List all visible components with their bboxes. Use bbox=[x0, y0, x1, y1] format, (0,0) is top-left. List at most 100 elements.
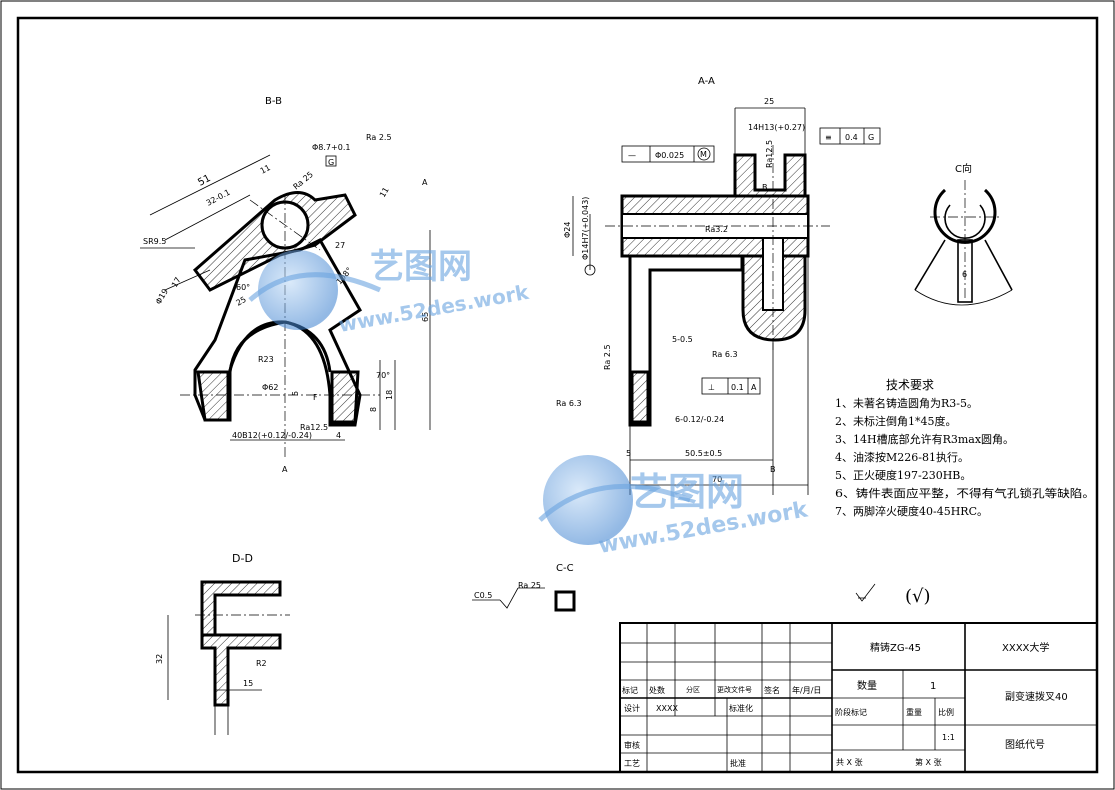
tb-school: XXXX大学 bbox=[1002, 641, 1049, 654]
dim-dd-r2: R2 bbox=[256, 659, 267, 668]
dim-70deg: 70° bbox=[376, 371, 390, 380]
tech-req-item: 2、未标注倒角1*45度。 bbox=[835, 414, 957, 428]
cc-square-section bbox=[554, 590, 576, 612]
tech-req-item: 4、油漆按M226-81执行。 bbox=[835, 450, 969, 464]
tol-aa-datum-a: A bbox=[751, 383, 757, 392]
aa-leg-section bbox=[630, 370, 650, 424]
view-c: C向 6 bbox=[914, 162, 1013, 306]
dim-11-right: 11 bbox=[378, 186, 391, 199]
dim-c-6: 6 bbox=[962, 270, 967, 279]
tb-part-name: 副变速拨叉40 bbox=[1005, 690, 1068, 703]
tb-header-zone: 分区 bbox=[686, 685, 700, 694]
dim-11: 11 bbox=[259, 163, 272, 176]
view-cc-label: C-C bbox=[556, 563, 574, 574]
dim-60deg: 60° bbox=[236, 283, 250, 292]
dim-aa-50-5: 50.5±0.5 bbox=[685, 449, 722, 458]
dim-65: 65 bbox=[421, 312, 430, 322]
svg-text:⊥: ⊥ bbox=[708, 383, 715, 392]
dim-5: 5 bbox=[291, 391, 300, 396]
tb-header-change-doc: 更改文件号 bbox=[717, 685, 752, 694]
dim-ra12-5: Ra12.5 bbox=[300, 423, 328, 432]
dim-18: 18 bbox=[385, 390, 394, 400]
dim-ra2-5-top: Ra 2.5 bbox=[366, 133, 392, 142]
dim-aa-ra6-3-right: Ra 6.3 bbox=[712, 350, 738, 359]
dim-aa-5-0-5: 5-0.5 bbox=[672, 335, 693, 344]
dim-17: 17 bbox=[170, 276, 183, 289]
roughness-note: (√) bbox=[905, 586, 931, 607]
title-block: 标记 处数 分区 更改文件号 签名 年/月/日 设计 XXXX 标准化 审核 工… bbox=[619, 622, 1098, 773]
tol-aa-datum-g: G bbox=[868, 133, 874, 142]
watermark-cn: 艺图网 bbox=[370, 247, 472, 287]
tech-req-item: 7、两脚淬火硬度40-45HRC。 bbox=[835, 504, 988, 518]
section-mark-f-right: F bbox=[356, 393, 361, 402]
roughness-symbol: (√) bbox=[855, 583, 931, 607]
section-mark-a-top: A bbox=[422, 178, 428, 187]
tb-sheet-no: 第 X 张 bbox=[915, 757, 942, 767]
tech-req-item: 1、未著名铸造圆角为R3-5。 bbox=[835, 396, 978, 410]
inner-frame bbox=[16, 16, 1099, 774]
watermark-url: www.52des.work bbox=[337, 280, 531, 337]
tb-header-count: 处数 bbox=[649, 685, 665, 695]
dim-cc-ra25: Ra 25 bbox=[518, 581, 541, 590]
dim-phi19: Φ19 bbox=[154, 287, 170, 306]
dim-aa-14h13: 14H13(+0.27) bbox=[748, 123, 805, 132]
svg-text:G: G bbox=[328, 158, 334, 167]
tb-stage: 阶段标记 bbox=[835, 707, 867, 717]
dim-aa-phi14h7: Φ14H7(+0.043) bbox=[581, 197, 590, 260]
tb-design: 设计 bbox=[624, 703, 640, 713]
dim-cc-c0-5: C0.5 bbox=[474, 591, 492, 600]
dim-aa-6: 6-0.12/-0.24 bbox=[675, 415, 724, 424]
dim-sr9-5: SR9.5 bbox=[143, 237, 166, 246]
svg-text:≡: ≡ bbox=[825, 133, 832, 142]
section-mark-a-bottom: A bbox=[282, 465, 288, 474]
dim-40b12: 40B12(+0.12/-0.24) bbox=[232, 431, 312, 440]
tol-aa-phi0-025: Φ0.025 bbox=[655, 151, 684, 160]
watermark-globe-icon bbox=[543, 455, 633, 545]
dim-dd-32: 32 bbox=[155, 654, 164, 664]
tech-req-title: 技术要求 bbox=[886, 378, 934, 392]
tol-aa-0-4: 0.4 bbox=[845, 133, 858, 142]
dim-4: 4 bbox=[336, 431, 341, 440]
tb-scale-label: 比例 bbox=[938, 707, 954, 717]
watermark-cn: 艺图网 bbox=[630, 470, 744, 514]
dim-27: 27 bbox=[335, 241, 345, 250]
tech-req-item: 5、正火硬度197-230HB。 bbox=[835, 468, 971, 482]
view-cc: C-C C0.5 Ra 25 bbox=[472, 563, 576, 612]
dd-lower-section bbox=[200, 633, 282, 707]
tol-aa-0-1: 0.1 bbox=[731, 383, 744, 392]
tb-qty-label: 数量 bbox=[857, 679, 877, 692]
tb-total-sheets: 共 X 张 bbox=[836, 758, 863, 767]
dim-aa-ra6-3-left: Ra 6.3 bbox=[556, 399, 582, 408]
tb-drawing-no: 图纸代号 bbox=[1005, 738, 1045, 751]
view-aa: A-A 25 14H13(+0.27) Ra12.5 ≡ 0.4 G bbox=[556, 76, 881, 495]
tb-header-mark: 标记 bbox=[622, 685, 638, 695]
dim-dd-15: 15 bbox=[243, 679, 253, 688]
dd-upper-section bbox=[200, 580, 282, 637]
dim-51: 51 bbox=[196, 173, 212, 189]
dim-aa-ra2-5: Ra 2.5 bbox=[603, 344, 612, 370]
view-dd-label: D-D bbox=[232, 552, 253, 565]
tb-scale: 1:1 bbox=[942, 733, 955, 742]
tb-weight: 重量 bbox=[906, 707, 922, 717]
section-mark-b-bottom: B bbox=[770, 465, 776, 474]
tb-process: 工艺 bbox=[624, 759, 640, 768]
tb-standard: 标准化 bbox=[729, 703, 753, 713]
dim-aa-25: 25 bbox=[764, 97, 774, 106]
tb-material: 精铸ZG-45 bbox=[870, 641, 921, 654]
bb-fork-arc bbox=[228, 320, 332, 373]
tb-designer: XXXX bbox=[656, 704, 678, 713]
dim-aa-ra12-5: Ra12.5 bbox=[765, 140, 774, 168]
dim-ra25: Ra 25 bbox=[292, 170, 315, 192]
dim-25: 25 bbox=[235, 295, 248, 308]
dim-aa-phi24: Φ24 bbox=[563, 222, 572, 238]
bb-left-jaw bbox=[196, 370, 230, 422]
tb-qty: 1 bbox=[930, 681, 936, 692]
tb-header-sign: 签名 bbox=[764, 685, 780, 695]
svg-text:—: — bbox=[628, 151, 636, 160]
view-dd: D-D 32 R2 15 bbox=[155, 552, 290, 735]
view-aa-label: A-A bbox=[698, 76, 715, 87]
dim-aa-5: 5 bbox=[626, 449, 631, 458]
dim-aa-70: 70 bbox=[712, 475, 722, 484]
